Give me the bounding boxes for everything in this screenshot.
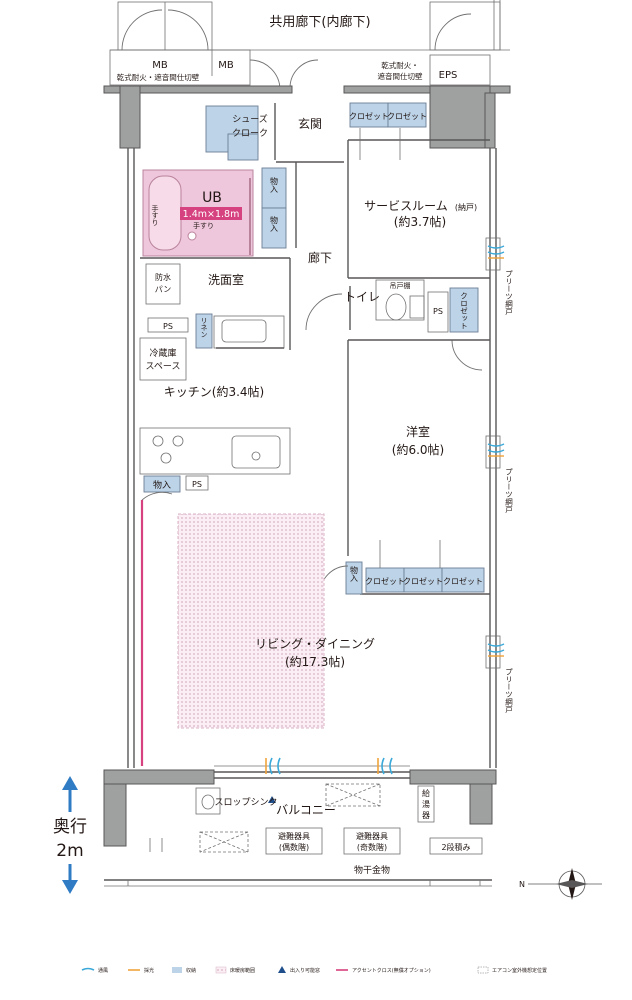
legend-storage: 収納: [186, 967, 196, 974]
water-heater-2: 湯: [422, 799, 430, 809]
depth-indicator: 奥行 2m: [42, 776, 98, 894]
partition-label-right-2: 遮音間仕切壁: [378, 71, 423, 81]
legend-access-window: 出入り可能窓: [290, 967, 320, 974]
depth-label-2: 2m: [56, 841, 83, 861]
pleats-label-3: プリーツ網戸: [504, 668, 513, 715]
service-room-size: (約3.7帖): [394, 214, 446, 229]
pleats-label-1: プリーツ網戸: [504, 270, 513, 317]
shoe-cloak-label-1: シューズ: [232, 113, 268, 125]
pleated-screens: プリーツ網戸 プリーツ網戸 プリーツ網戸: [485, 237, 514, 715]
mb-label-2: MB: [218, 60, 234, 71]
closet-label-west-3: クロゼット: [443, 576, 483, 586]
storage-hall-label-1: 物入: [270, 176, 279, 193]
escape-even-1: 避難器具: [278, 831, 310, 841]
escape-odd-1: 避難器具: [356, 831, 388, 841]
ps-label-toilet: PS: [433, 307, 443, 316]
bathroom: UB 1.4m×1.8m 手すり 手すり: [142, 169, 254, 257]
partition-label-right-1: 乾式耐火・: [381, 60, 419, 70]
two-stage-label: 2段積み: [441, 842, 470, 852]
toilet-label: トイレ: [344, 290, 380, 304]
legend-light: 採光: [144, 967, 154, 974]
ub-size-label: 1.4m×1.8m: [183, 209, 240, 220]
hanging-shelf-label: 吊戸棚: [390, 281, 411, 290]
partition-label-left: 乾式耐火・遮音間仕切壁: [117, 72, 200, 82]
water-heater-1: 給: [422, 788, 430, 798]
compass-icon: N: [519, 868, 602, 900]
storage-west-label: 物入: [350, 565, 359, 582]
service-room: クロゼット クロゼット サービスルーム (納戸) (約3.7帖): [347, 102, 490, 279]
hall-label: 廊下: [308, 250, 332, 265]
kitchen-label: キッチン(約3.4帖): [164, 384, 264, 399]
waterproof-pan-label-2: パン: [155, 285, 171, 294]
depth-label-1: 奥行: [53, 817, 87, 837]
meter-boxes: MB MB 乾式耐火・遮音間仕切壁 EPS 乾式耐火・ 遮音間仕切壁: [109, 49, 491, 91]
balcony-label: バルコニー: [276, 803, 336, 817]
waterproof-pan-label-1: 防水: [155, 272, 171, 282]
washroom-label: 洗面室: [208, 272, 244, 287]
closet-label-west-1: クロゼット: [365, 576, 405, 586]
shoe-cloak-label-2: クローク: [232, 128, 268, 139]
slop-sink-label: スロップシンク: [214, 797, 277, 808]
water-heater-3: 器: [422, 811, 430, 820]
escape-even-2: (偶数階): [279, 842, 309, 852]
fridge-label-2: スペース: [146, 362, 181, 372]
entrance-label: 玄関: [298, 116, 322, 131]
corridor-label: 共用廊下(内廊下): [269, 14, 370, 30]
storage-hall-2: [261, 207, 287, 249]
fridge-label-1: 冷蔵庫: [149, 347, 176, 359]
western-room: 洋室 (約6.0帖) クロゼット クロゼット クロゼット 物入: [319, 339, 490, 595]
handrail-label-2: 手すり: [193, 221, 214, 230]
living-dining: リビング・ダイニング (約17.3帖): [140, 491, 410, 767]
ps-label-washroom: PS: [163, 322, 173, 331]
closet-label-toilet: クロゼット: [459, 292, 468, 330]
pleats-label-2: プリーツ網戸: [504, 468, 513, 515]
storage-kitchen-label: 物入: [153, 479, 171, 491]
closet-label-top-1: クロゼット: [349, 111, 389, 121]
legend-accent-cloth: アクセントクロス(無償オプション): [352, 967, 431, 974]
kitchen: 冷蔵庫 スペース キッチン(約3.4帖) 物入 PS: [139, 337, 291, 493]
western-room-label: 洋室: [406, 424, 430, 439]
depth-arrow-up-icon: [62, 776, 78, 790]
service-room-note: (納戸): [455, 202, 477, 212]
balcony: スロップシンク バルコニー 避難器具 (偶数階) 避難器具 (奇数階) 給 湯 …: [104, 757, 492, 887]
mb-label-1: MB: [152, 60, 168, 71]
ps-label-kitchen: PS: [192, 480, 202, 489]
closet-label-top-2: クロゼット: [387, 111, 427, 121]
living-size: (約17.3帖): [285, 654, 345, 669]
escape-odd-2: (奇数階): [357, 842, 387, 852]
legend-floor-heat: 床暖房範囲: [230, 967, 255, 974]
compass-north-label: N: [519, 880, 525, 889]
western-room-size: (約6.0帖): [392, 442, 444, 457]
depth-arrow-down-icon: [62, 880, 78, 894]
walls: [103, 85, 511, 847]
drying-label: 物干金物: [354, 864, 390, 876]
legend-ac-unit: エアコン室外機想定位置: [492, 967, 547, 974]
toilet: トイレ 吊戸棚 PS クロゼット: [305, 279, 483, 371]
handrail-label-1: 手すり: [151, 204, 159, 226]
floor-heating-area: [177, 513, 325, 729]
closet-label-west-2: クロゼット: [403, 576, 443, 586]
living-label: リビング・ダイニング: [255, 636, 375, 651]
linen-label: リネン: [200, 317, 208, 338]
washroom: 防水 パン 洗面室 PS リネン: [140, 257, 291, 350]
storage-hall-label-2: 物入: [270, 215, 279, 232]
service-room-label: サービスルーム: [364, 199, 448, 213]
ub-label: UB: [202, 190, 222, 206]
legend-wind: 通風: [98, 967, 108, 974]
legend: 通風 採光 収納 床暖房範囲 出入り可能窓 アクセントクロス(無償オプション) …: [81, 966, 547, 974]
eps-label: EPS: [439, 70, 458, 81]
access-window-marker: [268, 796, 276, 803]
common-corridor: 共用廊下(内廊下): [110, 0, 510, 51]
